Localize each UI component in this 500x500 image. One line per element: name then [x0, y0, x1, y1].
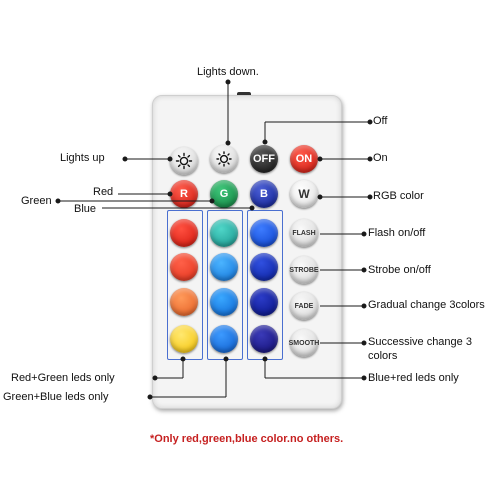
white-button[interactable]: W [290, 180, 318, 208]
fade-button-label: FADE [294, 302, 314, 310]
color-button-cyan-1[interactable] [210, 253, 238, 281]
label-on: On [373, 152, 388, 164]
on-button[interactable]: ON [290, 145, 318, 173]
color-button-blue-1[interactable] [250, 219, 278, 247]
strobe-button[interactable]: STROBE [289, 256, 319, 284]
color-button-blue-3[interactable] [250, 288, 278, 316]
flash-button-label: FLASH [292, 229, 316, 237]
label-red-green-leds: Red+Green leds only [11, 372, 115, 384]
label-successive-change-2: colors [368, 350, 398, 362]
label-lights-up: Lights up [60, 152, 105, 164]
color-button-cyan-2[interactable] [210, 288, 238, 316]
blue-button-label: B [260, 188, 268, 200]
label-blue-red-leds: Blue+red leds only [368, 372, 459, 384]
green-button[interactable]: G [210, 180, 238, 208]
label-strobe-onoff: Strobe on/off [368, 264, 431, 276]
color-button-red-2[interactable] [170, 253, 198, 281]
flash-button[interactable]: FLASH [290, 219, 318, 247]
red-button[interactable]: R [170, 180, 198, 208]
smooth-button-label: SMOOTH [288, 339, 320, 347]
footnote: *Only red,green,blue color.no others. [150, 433, 344, 445]
remote-top-tab [237, 92, 251, 97]
label-blue: Blue [74, 203, 97, 215]
smooth-button[interactable]: SMOOTH [288, 329, 320, 357]
off-button-label: OFF [253, 153, 275, 165]
color-button-red-1[interactable] [170, 219, 198, 247]
color-button-violet[interactable] [250, 325, 278, 353]
label-gradual-change: Gradual change 3colors [368, 299, 485, 311]
label-lights-down: Lights down. [197, 66, 259, 78]
brightness-up-button[interactable] [170, 147, 198, 175]
color-button-blue-2[interactable] [250, 253, 278, 281]
label-successive-change: Successive change 3 [368, 336, 472, 348]
white-button-label: W [298, 187, 310, 201]
sun-icon [175, 152, 193, 170]
color-button-yellow[interactable] [170, 325, 198, 353]
fade-button[interactable]: FADE [290, 292, 318, 320]
off-button[interactable]: OFF [250, 145, 278, 173]
strobe-button-label: STROBE [289, 266, 319, 274]
red-button-label: R [180, 188, 188, 200]
on-button-label: ON [295, 153, 313, 165]
label-green-blue-leds: Green+Blue leds only [3, 391, 109, 403]
green-button-label: G [219, 188, 229, 200]
label-flash-onoff: Flash on/off [368, 227, 426, 239]
brightness-down-button[interactable] [210, 145, 238, 173]
label-off: Off [373, 115, 388, 127]
color-button-teal[interactable] [210, 219, 238, 247]
label-red: Red [93, 186, 114, 198]
color-button-cyan-3[interactable] [210, 325, 238, 353]
label-green: Green [21, 195, 52, 207]
blue-button[interactable]: B [250, 180, 278, 208]
label-rgb-color: RGB color [373, 190, 424, 202]
color-button-orange[interactable] [170, 288, 198, 316]
sun-icon [216, 151, 232, 167]
